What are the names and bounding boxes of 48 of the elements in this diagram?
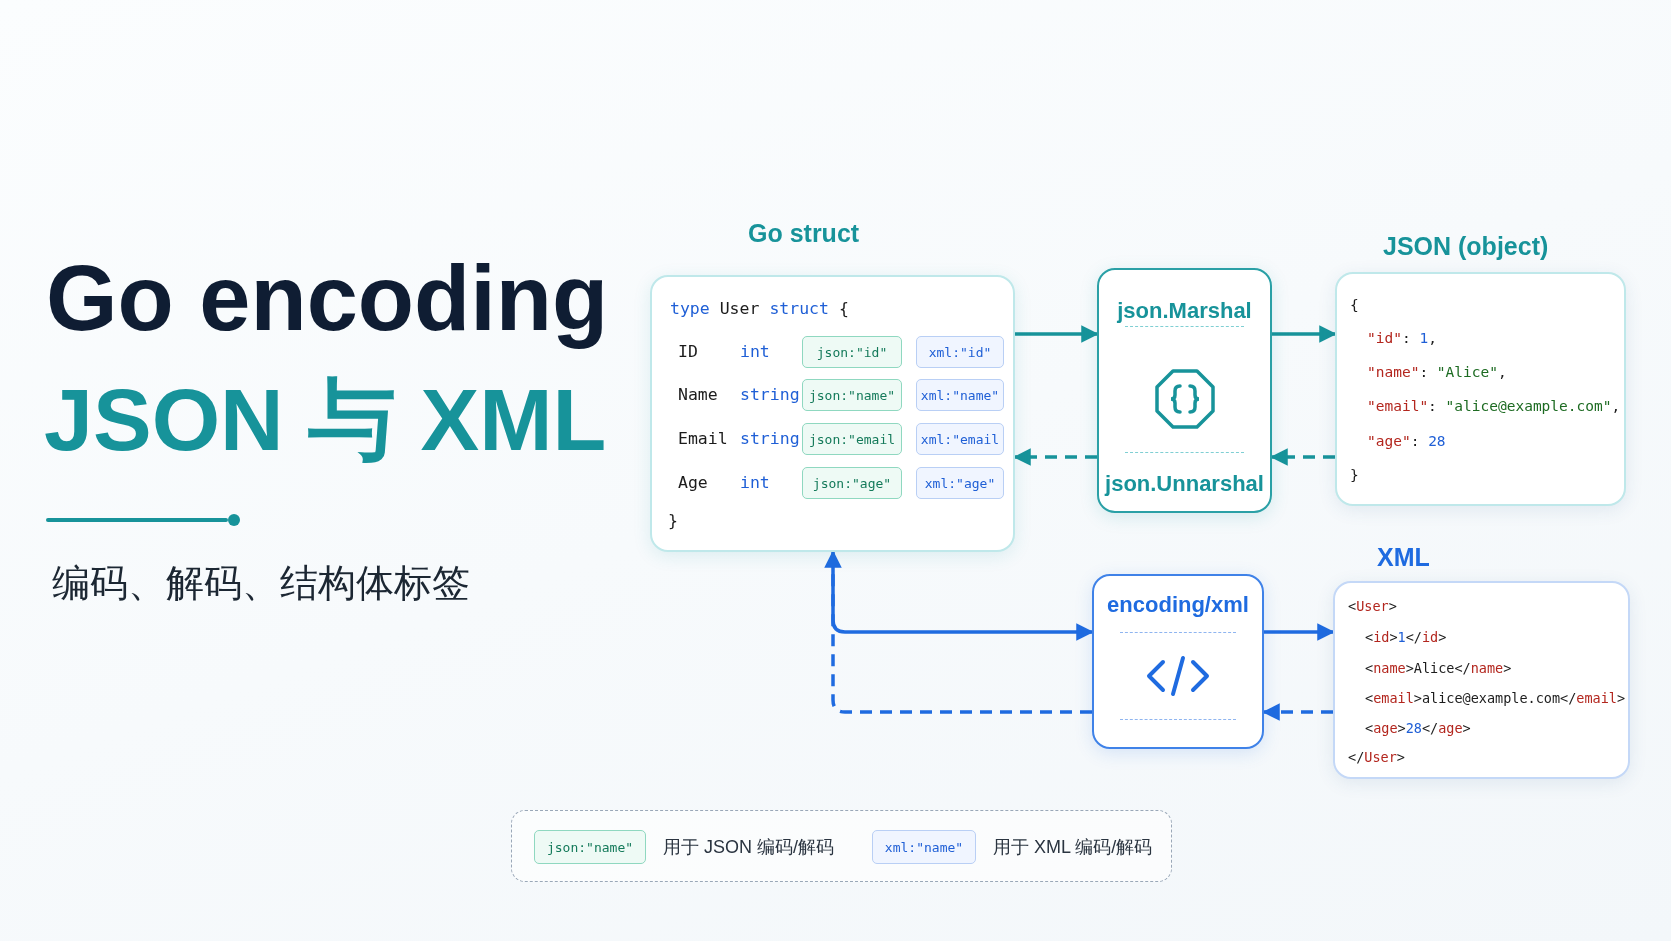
code-line: ID int [678,344,770,361]
tag-chip: json:"name" [802,379,902,411]
arrow [1272,325,1337,343]
code-line: Age int [678,475,770,492]
tag-chip: json:"age" [802,467,902,499]
code-line: "age": 28 [1367,434,1446,449]
code-line: { [1350,298,1359,313]
legend-text: 用于 JSON 编码/解码 [663,836,834,859]
arrow [1262,703,1333,721]
function-name: json.Marshal [1116,300,1253,322]
section-heading: Go struct [748,219,860,248]
arrow [1264,623,1335,641]
section-heading: JSON (object) [1383,232,1549,261]
code-line: Name string [678,387,800,404]
code-line: type User struct { [670,301,849,318]
function-card [1092,574,1264,749]
main-title: Go encoding [46,248,609,350]
code-line: "email": "alice@example.com", [1367,399,1621,414]
code-line: <User> [1348,600,1397,614]
function-name: encoding/xml [1106,594,1250,616]
code-line: } [1350,468,1359,483]
function-name: json.Unnarshal [1103,473,1265,495]
code-line: "id": 1, [1367,331,1437,346]
code-line: "name": "Alice", [1367,365,1507,380]
arrow [1013,448,1097,466]
code-line: <email>alice@example.com</email> [1365,692,1626,706]
code-line: <id>1</id> [1365,631,1447,645]
code-line: </User> [1348,751,1405,765]
tag-chip: xml:"age" [916,467,1004,499]
arrow [1015,325,1099,343]
code-line: <age>28</age> [1365,722,1471,736]
tag-chip: json:"email [802,423,902,455]
arrow [831,552,1094,641]
subtitle: JSON 与 XML [44,372,607,469]
code-line: } [668,513,678,530]
code-line: Email string [678,431,800,448]
tag-chip: json:"id" [802,336,902,368]
arrow [1270,448,1335,466]
tag-chip: xml:"id" [916,336,1004,368]
tag-chip: xml:"name" [916,379,1004,411]
tagline: 编码、解码、结构体标签 [52,561,470,606]
tag-chip: xml:"email [916,423,1004,455]
function-card [1097,268,1272,513]
section-heading: XML [1377,543,1430,572]
legend-text: 用于 XML 编码/解码 [993,836,1153,859]
arrow [824,550,1092,714]
code-line: <name>Alice</name> [1365,662,1512,676]
legend-panel [511,810,1172,882]
